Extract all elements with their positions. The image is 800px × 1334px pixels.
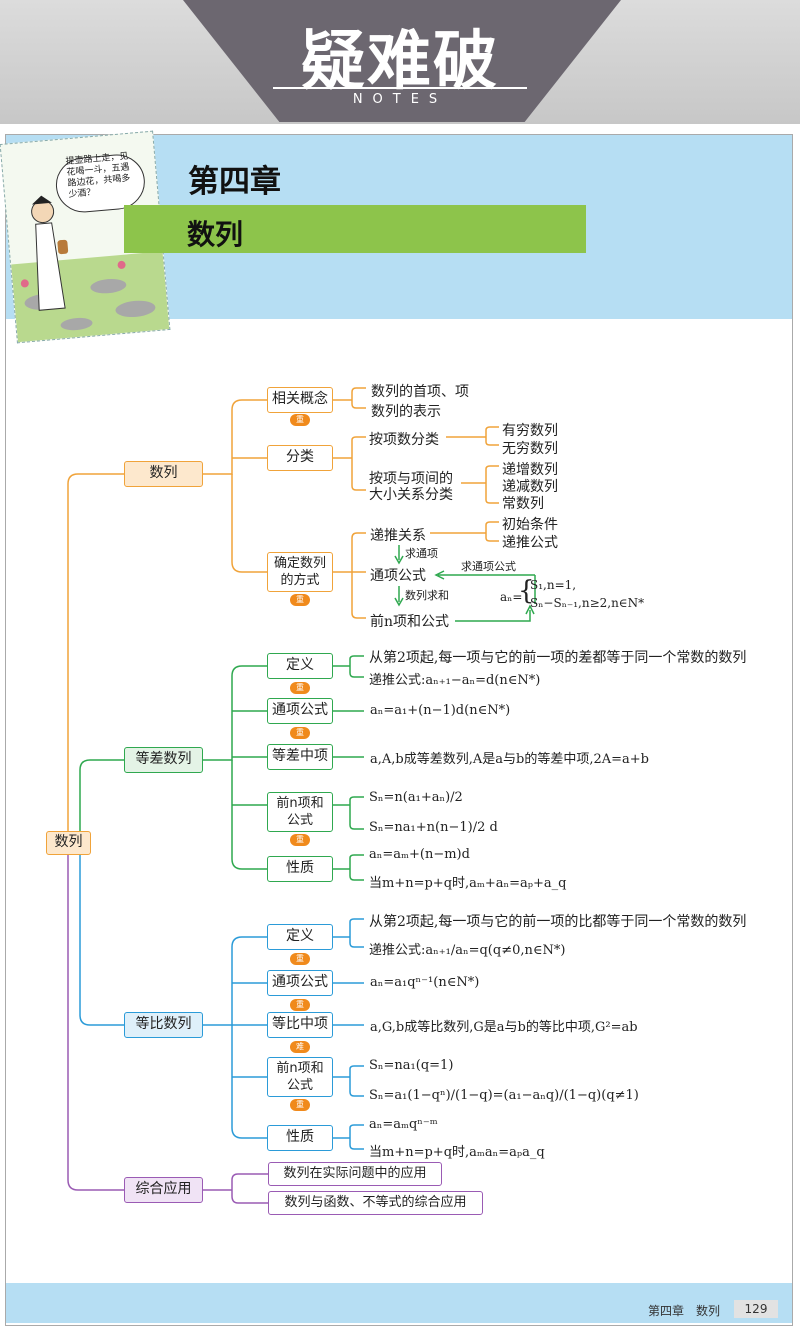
text-infinite: 无穷数列 [502,441,558,457]
brace-symbol: { [518,576,535,606]
formula-geo-sum2: Sₙ=a₁(1−qⁿ)/(1−q)=(a₁−aₙq)/(1−q)(q≠1) [369,1088,639,1103]
node-determination-line2: 的方式 [280,573,320,588]
chapter-title-bar [124,205,586,253]
formula-case1: S₁,n=1, [530,578,577,592]
badge-hard: 难 [290,1041,310,1053]
branch-application: 综合应用 [124,1177,203,1203]
text-by-order-1: 按项与项间的 [369,471,453,487]
node-arith-middle: 等差中项 [267,744,333,770]
badge-important: 重 [290,682,310,694]
chapter-title: 数列 [187,218,244,251]
node-geo-properties: 性质 [267,1125,333,1151]
branch-geometric: 等比数列 [124,1012,203,1038]
node-determination: 确定数列 的方式 [267,552,333,592]
text-by-order-2: 大小关系分类 [369,487,453,503]
node-geo-general: 通项公式 [267,970,333,996]
text-arith-def: 从第2项起,每一项与它的前一项的差都等于同一个常数的数列 [369,650,747,666]
text-arith-middle: a,A,b成等差数列,A是a与b的等差中项,2A=a+b [370,752,649,767]
text-initial-condition: 初始条件 [502,517,558,533]
text-geo-general: aₙ=a₁qⁿ⁻¹(n∈N*) [370,975,480,990]
formula-an-label: aₙ= [500,590,523,604]
text-decreasing: 递减数列 [502,479,558,495]
text-recurrence: 递推关系 [370,528,426,544]
root-node: 数列 [46,831,91,855]
footer-band [6,1283,792,1323]
text-arith-prop2: 当m+n=p+q时,aₘ+aₙ=aₚ+a_q [369,876,567,891]
badge-important: 重 [290,594,310,606]
node-related-concepts: 相关概念 [267,387,333,413]
badge-important: 重 [290,414,310,426]
text-constant: 常数列 [502,496,544,512]
text-geo-recurrence: 递推公式:aₙ₊₁/aₙ=q(q≠0,n∈N*) [369,943,566,958]
arrow-label-back: 求通项公式 [461,560,516,573]
badge-important: 重 [290,727,310,739]
node-geo-definition: 定义 [267,924,333,950]
text-representation: 数列的表示 [371,404,441,420]
header-title: 疑难破 [301,24,499,99]
node-app-functions: 数列与函数、不等式的综合应用 [268,1191,483,1215]
header-underline [273,87,527,89]
text-geo-prop1: aₙ=aₘqⁿ⁻ᵐ [369,1117,438,1132]
text-first-term: 数列的首项、项 [371,384,469,400]
node-arith-sum: 前n项和 公式 [267,792,333,832]
node-geo-sum-line2: 公式 [286,1078,313,1093]
text-increasing: 递增数列 [502,462,558,478]
text-arith-general: aₙ=a₁+(n−1)d(n∈N*) [370,703,511,718]
branch-arithmetic: 等差数列 [124,747,203,773]
poet-illustration [0,130,171,344]
node-arith-sum-line2: 公式 [286,813,313,828]
node-arith-general: 通项公式 [267,698,333,724]
text-arith-prop1: aₙ=aₘ+(n−m)d [369,847,470,862]
formula-geo-sum1: Sₙ=na₁(q=1) [369,1058,454,1073]
node-arith-sum-line1: 前n项和 [276,796,324,811]
arrow-label-sum: 数列求和 [405,589,449,602]
text-arith-recurrence: 递推公式:aₙ₊₁−aₙ=d(n∈N*) [369,673,541,688]
formula-arith-sum2: Sₙ=na₁+n(n−1)/2 d [369,820,498,835]
text-general-term: 通项公式 [370,568,426,584]
page-number: 129 [734,1300,778,1318]
footer-chapter: 第四章 数列 [648,1304,721,1318]
arrow-label-find-term: 求通项 [405,547,438,560]
text-geo-prop2: 当m+n=p+q时,aₘaₙ=aₚa_q [369,1145,545,1160]
branch-sequence: 数列 [124,461,203,487]
text-partial-sum: 前n项和公式 [370,614,450,630]
node-app-practical: 数列在实际问题中的应用 [268,1162,442,1186]
node-arith-properties: 性质 [267,856,333,882]
node-geo-middle: 等比中项 [267,1012,333,1038]
badge-important: 重 [290,953,310,965]
node-classification: 分类 [267,445,333,471]
badge-important: 重 [290,834,310,846]
chapter-number: 第四章 [188,164,281,200]
node-arith-definition: 定义 [267,653,333,679]
node-geo-sum: 前n项和 公式 [267,1057,333,1097]
text-by-count: 按项数分类 [369,432,439,448]
text-finite: 有穷数列 [502,423,558,439]
badge-important: 重 [290,1099,310,1111]
text-geo-middle: a,G,b成等比数列,G是a与b的等比中项,G²=ab [370,1020,638,1035]
header-subtitle: NOTES [352,92,448,107]
text-recurrence-formula: 递推公式 [502,535,558,551]
node-determination-line1: 确定数列 [273,556,326,571]
badge-important: 重 [290,999,310,1011]
text-geo-def: 从第2项起,每一项与它的前一项的比都等于同一个常数的数列 [369,914,747,930]
formula-arith-sum1: Sₙ=n(a₁+aₙ)/2 [369,790,463,805]
formula-case2: Sₙ−Sₙ₋₁,n≥2,n∈N* [530,596,645,610]
node-geo-sum-line1: 前n项和 [276,1061,324,1076]
